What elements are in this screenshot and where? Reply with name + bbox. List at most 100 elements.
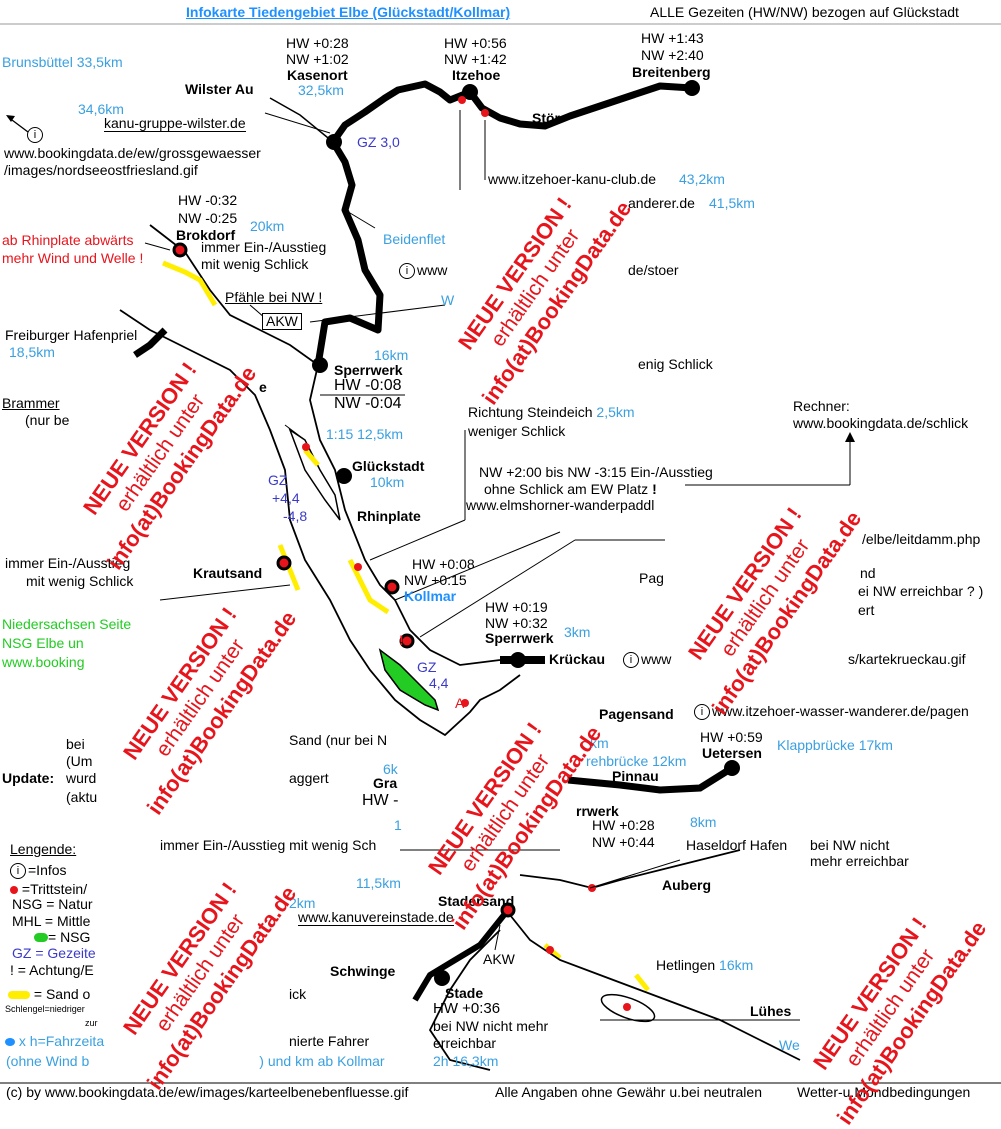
gz-rhinplate-a: GZ xyxy=(268,472,288,488)
gz-rhinplate-c: -4,8 xyxy=(283,508,308,524)
info-url-line1[interactable]: www.bookingdata.de/ew/grossgewaesser xyxy=(4,145,261,161)
stoer-lower xyxy=(314,138,384,369)
stade-label: Stade xyxy=(445,985,484,1001)
wilster-km: 34,6km xyxy=(78,101,124,117)
marker-a: A xyxy=(455,695,465,711)
kasenort-label: Kasenort xyxy=(287,67,348,83)
stade-time: 2h 16,3km xyxy=(433,1053,499,1069)
sperrwerk-3-hw: HW +0:28 xyxy=(592,817,655,833)
stade-nw-1: bei NW nicht mehr xyxy=(433,1018,549,1034)
elmshorner-link[interactable]: www.elmshorner-wanderpaddl xyxy=(466,497,655,513)
stone-3 xyxy=(302,443,310,451)
info-icon-nw[interactable]: i xyxy=(27,127,45,144)
akw-label-2: AKW xyxy=(483,951,515,967)
elbe-south-shore xyxy=(119,309,521,737)
stoer-url-fragment[interactable]: de/stoer xyxy=(628,262,679,278)
luehesand-island xyxy=(600,993,656,1023)
rechner-arrow xyxy=(845,432,855,442)
wurd-fragment: wurd xyxy=(66,770,97,786)
freiburger-km: 18,5km xyxy=(9,344,55,360)
krautsand-label: Krautsand xyxy=(193,565,263,581)
elbe-lower-north xyxy=(519,849,741,889)
breitenberg-nw: NW +2:40 xyxy=(641,47,704,63)
ick-fragment: ick xyxy=(289,986,307,1002)
breitenberg-label: Breitenberg xyxy=(632,64,711,80)
sperrwerk-3-km: 8km xyxy=(690,814,717,830)
haseldorf-nw-1: bei NW nicht xyxy=(810,837,890,853)
gz-44-b: 4,4 xyxy=(429,675,449,691)
sand-brokdorf xyxy=(162,260,218,307)
itzehoe-hw: HW +0:56 xyxy=(444,35,507,51)
stoer-river xyxy=(329,80,696,146)
itzehoe-club-link[interactable]: www.itzehoer-kanu-club.de xyxy=(488,171,657,187)
pointer-lines xyxy=(144,110,851,1021)
freiburger-priel xyxy=(133,327,168,358)
itzehoe-club-km: 43,2km xyxy=(679,171,725,187)
landing-kollmar xyxy=(384,579,400,595)
sperrwerk-3-nw: NW +0:44 xyxy=(592,834,655,850)
auberg-label: Auberg xyxy=(662,877,711,893)
legend-trittstein: =Trittstein/ xyxy=(10,881,87,897)
sperrwerk-3-label: rrwerk xyxy=(576,803,619,819)
stone-4 xyxy=(354,563,362,571)
uetersen-label: Uetersen xyxy=(702,745,762,761)
krautsand-slick-2: mit wenig Schlick xyxy=(26,573,134,589)
legend-title: Lengende: xyxy=(10,841,77,857)
stadersand-label: Stadersand xyxy=(438,893,515,909)
sperrwerk-1-nw: NW -0:04 xyxy=(334,395,402,412)
kollmar-hw: HW +0:08 xyxy=(412,556,475,572)
steindeich-slick: weniger Schlick xyxy=(468,423,566,439)
landing-stadersand xyxy=(500,902,516,918)
w-fragment: W xyxy=(441,292,455,308)
hetlingen-label: Hetlingen 16km xyxy=(656,957,754,973)
kasenort-hw: HW +0:28 xyxy=(286,35,349,51)
town-breitenberg xyxy=(684,80,700,96)
info-url-line2[interactable]: /images/nordseeostfriesland.gif xyxy=(4,162,198,178)
town-sperrwerk2 xyxy=(510,652,526,668)
krueckau-url[interactable]: s/kartekrueckau.gif xyxy=(848,651,966,667)
sperrwerk-1-hw: HW -0:08 xyxy=(334,377,402,394)
nd-fragment: nd xyxy=(860,565,876,581)
update-label: Update: xyxy=(2,770,55,786)
ew-platz-2: ohne Schlick am EW Platz ! xyxy=(484,481,657,497)
landing-brokdorf xyxy=(172,242,188,258)
pagensand-label: Pagensand xyxy=(599,706,674,722)
km-2-label: 2km xyxy=(289,895,316,911)
sperrwerk-2-label: Sperrwerk xyxy=(485,630,554,646)
leitdamm-link[interactable]: /elbe/leitdamm.php xyxy=(862,531,981,547)
kanuverein-link[interactable]: www.kanuvereinstade.de xyxy=(298,909,454,927)
aggert-fragment: aggert xyxy=(289,770,329,786)
kasenort-km: 32,5km xyxy=(298,82,344,98)
um-fragment: (Um xyxy=(66,753,93,769)
haseldorf-nw-2: mehr erreichbar xyxy=(810,853,909,869)
schwinge-river xyxy=(412,908,511,1002)
klappbruecke-label: Klappbrücke 17km xyxy=(777,737,893,753)
pfaehle-note: Pfähle bei NW ! xyxy=(225,289,323,305)
glueckstadt-label: Glückstadt xyxy=(352,458,425,474)
rechner-link[interactable]: www.bookingdata.de/schlick xyxy=(793,415,969,431)
footer-copyright[interactable]: (c) by www.bookingdata.de/ew/images/kart… xyxy=(6,1084,409,1100)
legend-nsg-green: = NSG xyxy=(34,929,90,945)
map-title[interactable]: Infokarte Tiedengebiet Elbe (Glückstadt/… xyxy=(186,4,511,20)
kasenort-nw: NW +1:02 xyxy=(286,51,349,67)
brokdorf-slick-2: mit wenig Schlick xyxy=(201,256,309,272)
gra-fragment: Gra xyxy=(373,775,398,791)
town-glueckstadt xyxy=(336,468,352,484)
rhinplate-label: Rhinplate xyxy=(357,508,421,525)
legend-fahrzeit: x h=Fahrzeita xyxy=(5,1033,104,1049)
km-fragment-top: km xyxy=(590,735,609,751)
we-fragment: We xyxy=(779,1037,800,1053)
pinnau-river xyxy=(567,765,734,794)
stone-8 xyxy=(461,699,469,707)
elbe-north-shore xyxy=(149,224,501,666)
stade-slick-note: immer Ein-/Ausstieg mit wenig Sch xyxy=(160,837,377,853)
breitenberg-hw: HW +1:43 xyxy=(641,30,704,46)
wilster-club-link[interactable]: kanu-gruppe-wilster.de xyxy=(104,115,246,133)
sand-kollmar xyxy=(347,558,390,615)
nierte-fragment: nierte Fahrer xyxy=(289,1033,370,1049)
gz-30-label: GZ 3,0 xyxy=(357,134,400,150)
legend-warning: ! = Achtung/E xyxy=(10,962,94,978)
